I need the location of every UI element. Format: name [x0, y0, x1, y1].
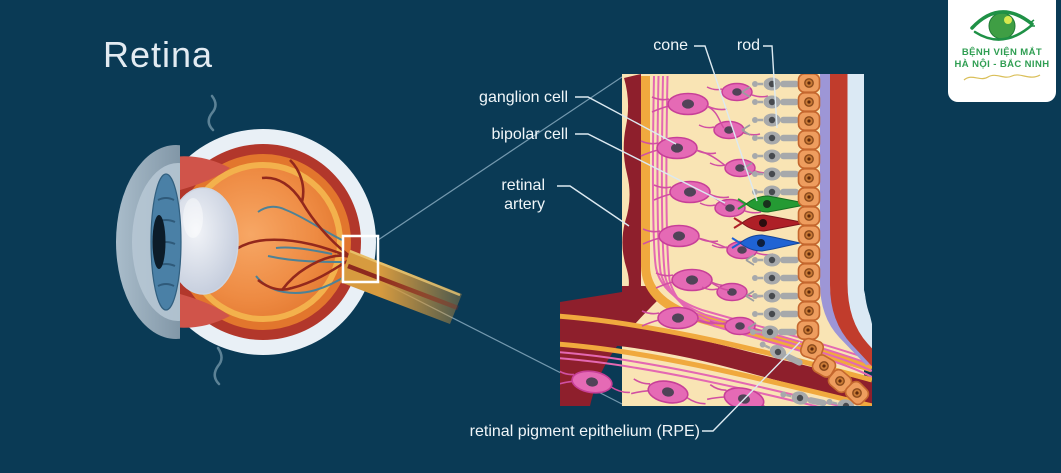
synapse-forks — [741, 86, 757, 334]
leader-lines — [557, 45, 801, 432]
lens-highlight — [183, 198, 203, 238]
bruchs-membrane — [820, 74, 872, 366]
label-rod: rod — [736, 37, 760, 54]
page-title: Retina — [103, 34, 214, 75]
cornea-iris — [116, 145, 182, 339]
retina-layers-panel — [560, 74, 872, 406]
logo-tagline-script — [963, 74, 1041, 81]
label-retinal-artery-line1: retinal — [501, 177, 545, 194]
hospital-name-line2: HÀ NỘI - BẮC NINH — [954, 59, 1050, 70]
eyelash-squiggles — [207, 94, 223, 386]
label-bipolar-cell: bipolar cell — [491, 126, 568, 143]
label-rpe: retinal pigment epithelium (RPE) — [469, 423, 700, 440]
label-ganglion-cell: ganglion cell — [479, 89, 568, 106]
zoom-highlight-box — [341, 234, 380, 284]
retinal-vessels — [231, 159, 353, 294]
eye-cross-section — [116, 94, 462, 386]
sclera-band — [847, 74, 872, 374]
choroid-band — [830, 74, 872, 375]
label-retinal-artery: retinal artery — [425, 176, 545, 214]
hospital-logo-card: BỆNH VIỆN MẮT HÀ NỘI - BẮC NINH — [948, 0, 1056, 102]
label-cone: cone — [653, 37, 688, 54]
eye-icon — [970, 10, 1035, 41]
connective-fibers — [695, 105, 730, 325]
retinal-artery-band — [622, 74, 641, 300]
hospital-name-line1: BỆNH VIỆN MẮT — [961, 47, 1043, 58]
pupil — [152, 215, 166, 269]
optic-nerve — [340, 249, 462, 324]
fold-choroid-band — [560, 318, 872, 404]
label-retinal-artery-line2: artery — [504, 196, 545, 213]
